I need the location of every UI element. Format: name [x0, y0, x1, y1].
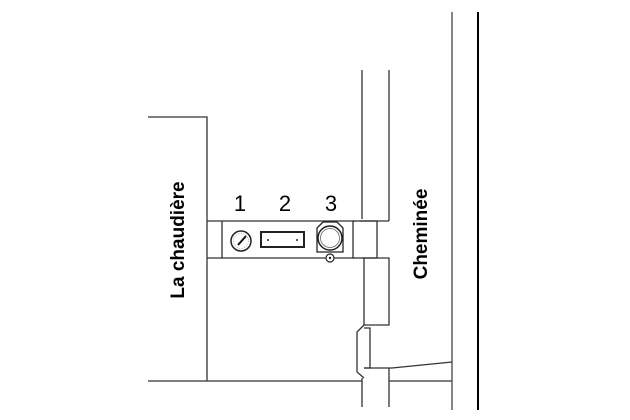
boiler-label: La chaudière — [168, 181, 189, 298]
component-number-1: 1 — [234, 191, 246, 216]
boiler-outline — [148, 116, 452, 382]
pressure-gauge-icon — [230, 230, 252, 252]
chimney-walls — [451, 12, 479, 410]
component-number-3: 3 — [325, 191, 337, 216]
chimney-connector — [356, 70, 453, 407]
draft-regulator-plate-icon — [260, 231, 305, 248]
component-number-2: 2 — [279, 191, 291, 216]
chimney-label: Cheminée — [411, 189, 432, 280]
damper-valve-icon — [316, 221, 344, 263]
